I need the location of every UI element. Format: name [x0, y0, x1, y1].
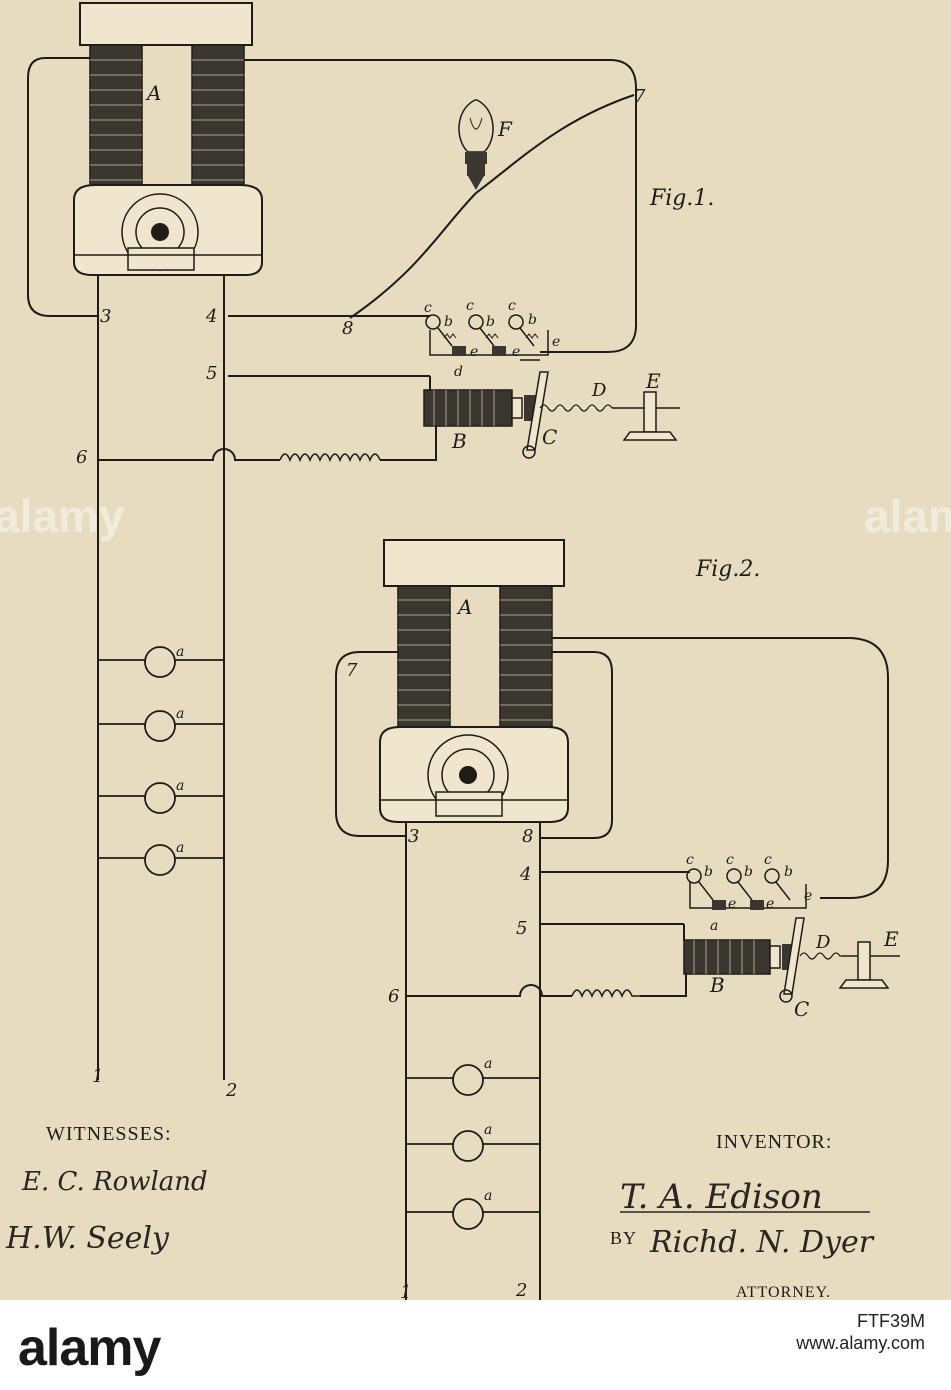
fig2-label-a3: a — [484, 1188, 492, 1204]
fig2-label-a-switch: a — [710, 918, 718, 934]
watermark-right: alamy — [864, 490, 951, 542]
fig2-caption: Fig.2. — [695, 557, 760, 582]
fig2-label-A: A — [456, 595, 472, 619]
inventor-block: INVENTOR: T. A. Edison BY Richd. N. Dyer… — [610, 1131, 875, 1300]
fig2-resistance-coil — [572, 990, 640, 996]
fig2-node-6: 6 — [388, 986, 399, 1007]
fig1-caption: Fig.1. — [649, 186, 714, 211]
fig2-label-E: E — [883, 927, 899, 951]
witnesses-block: WITNESSES: E. C. Rowland H.W. Seely — [5, 1123, 208, 1256]
fig2-node-7: 7 — [346, 660, 358, 681]
watermark-left: alamy — [0, 490, 125, 542]
fig2-node-1: 1 — [400, 1282, 411, 1300]
fig1-label-a1: a — [176, 644, 184, 660]
fig1-lamps-a — [98, 647, 224, 875]
patent-drawing: A F 3 4 5 6 7 8 c c c b b b e e e d B C … — [0, 0, 951, 1300]
fig2-label-D: D — [815, 932, 831, 953]
fig1-label-c3: c — [508, 298, 516, 314]
fig2-label-a1: a — [484, 1056, 492, 1072]
fig1-label-a2: a — [176, 706, 184, 722]
fig1-resistance-coil — [280, 454, 380, 460]
fig1-label-a3: a — [176, 778, 184, 794]
fig1-label-A: A — [145, 81, 161, 105]
fig2-node-8: 8 — [522, 826, 533, 847]
fig1-node-4: 4 — [205, 306, 217, 327]
fig2-node-2: 2 — [515, 1280, 527, 1300]
fig1-lamp-F — [459, 100, 493, 190]
attorney-signature: Richd. N. Dyer — [649, 1225, 875, 1260]
fig1-label-e2: e — [512, 344, 520, 360]
fig2-label-a2: a — [484, 1122, 492, 1138]
fig2-dynamo — [380, 540, 568, 822]
fig2-label-c3: c — [764, 852, 772, 868]
fig1-label-F: F — [497, 117, 513, 141]
fig1-label-a4: a — [176, 840, 184, 856]
fig1-label-d: d — [454, 364, 463, 380]
fig1-node-6: 6 — [76, 447, 87, 468]
footer-meta: FTF39M www.alamy.com — [796, 1310, 925, 1354]
fig1-label-D: D — [591, 380, 607, 401]
fig2-lamps-a — [406, 1065, 540, 1229]
fig2-label-C: C — [794, 997, 809, 1021]
fig2-label-e1: e — [728, 896, 736, 912]
fig1-dynamo — [74, 3, 262, 275]
fig1-label-C: C — [542, 425, 557, 449]
by-label: BY — [610, 1228, 637, 1248]
fig2-node-3: 3 — [408, 826, 419, 847]
fig2-label-b2: b — [744, 864, 753, 880]
witness-signature-1: E. C. Rowland — [21, 1167, 208, 1197]
inventor-signature: T. A. Edison — [620, 1177, 823, 1217]
fig1-label-c1: c — [424, 300, 432, 316]
fig1-label-c2: c — [466, 298, 474, 314]
attorney-label: ATTORNEY. — [736, 1284, 831, 1300]
fig1-label-b1: b — [444, 314, 453, 330]
watermark: alamy alamy — [0, 490, 951, 542]
fig2-label-b3: b — [784, 864, 793, 880]
fig1-label-b2: b — [486, 314, 495, 330]
fig1-node-2: 2 — [225, 1080, 237, 1101]
alamy-logo: alamy — [18, 1318, 160, 1378]
fig1-label-e3: e — [552, 334, 560, 350]
fig2-label-c1: c — [686, 852, 694, 868]
fig1-node-1: 1 — [92, 1066, 103, 1087]
stock-photo-footer: alamy FTF39M www.alamy.com — [0, 1300, 951, 1390]
fig1-node-5: 5 — [206, 363, 217, 384]
fig1-node-7: 7 — [634, 86, 646, 107]
image-id: FTF39M — [857, 1311, 925, 1331]
fig1-label-e1: e — [470, 344, 478, 360]
fig1-label-b3: b — [528, 312, 537, 328]
fig2-label-e2: e — [766, 896, 774, 912]
fig2-label-b1: b — [704, 864, 713, 880]
fig2-node-4: 4 — [519, 864, 531, 885]
fig1-label-E: E — [645, 369, 661, 393]
fig1-node-8: 8 — [342, 318, 353, 339]
fig2-label-c2: c — [726, 852, 734, 868]
witnesses-heading: WITNESSES: — [46, 1123, 172, 1145]
inventor-heading: INVENTOR: — [716, 1131, 832, 1153]
fig2-label-e3: e — [804, 888, 812, 904]
witness-signature-2: H.W. Seely — [5, 1221, 170, 1256]
fig2-label-B: B — [709, 973, 725, 997]
fig1-node-3: 3 — [100, 306, 111, 327]
fig1-label-B: B — [451, 429, 467, 453]
footer-url: www.alamy.com — [796, 1332, 925, 1354]
fig2-node-5: 5 — [516, 918, 527, 939]
